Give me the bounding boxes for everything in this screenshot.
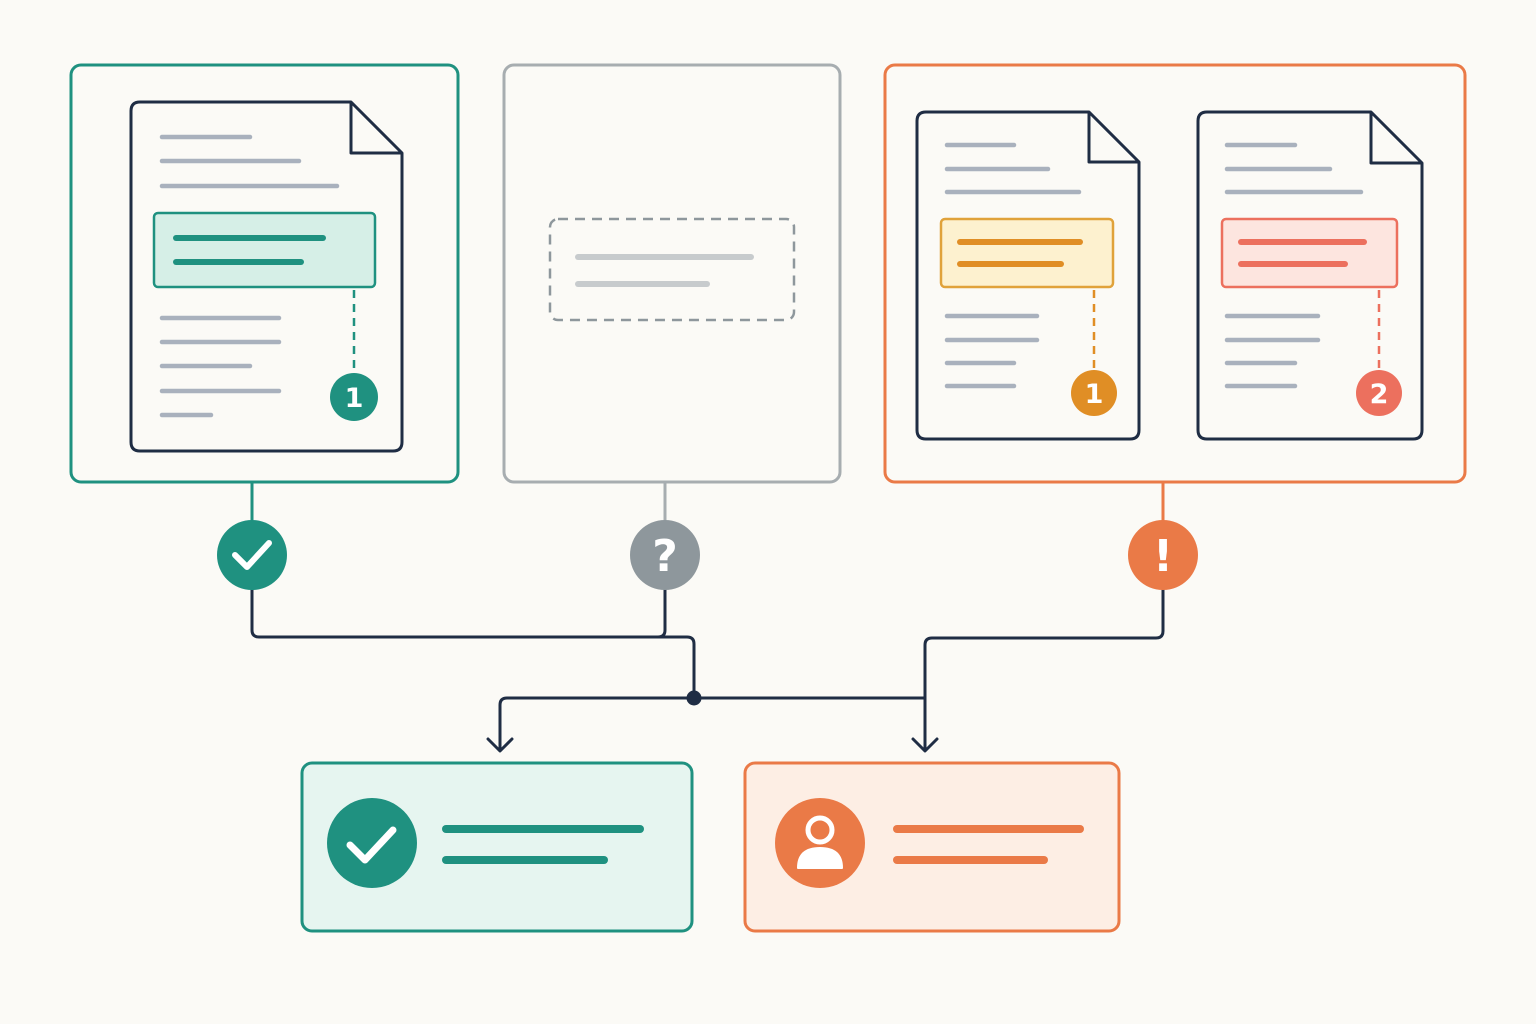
match-badge-1: 1 bbox=[1071, 370, 1117, 416]
highlighted-field bbox=[939, 217, 1115, 289]
connector-merge-left bbox=[250, 588, 696, 700]
match-badge-1: 1 bbox=[330, 373, 378, 421]
highlighted-field bbox=[1220, 217, 1399, 289]
exclamation-icon: ! bbox=[1128, 520, 1198, 590]
missing-field-placeholder bbox=[548, 217, 796, 322]
match-badge-label: 2 bbox=[1370, 379, 1389, 410]
question-symbol: ? bbox=[652, 531, 678, 582]
connector-junction-dot bbox=[686, 690, 702, 706]
connector-split bbox=[498, 696, 927, 752]
outcome-human-review-card bbox=[743, 761, 1121, 933]
exclamation-symbol: ! bbox=[1153, 531, 1173, 582]
arrowhead-left bbox=[486, 737, 514, 753]
match-badge-label: 1 bbox=[1085, 379, 1104, 410]
check-circle-icon bbox=[327, 798, 417, 888]
connector-gray-drop bbox=[656, 588, 667, 639]
panel-no-match-border bbox=[502, 63, 842, 484]
question-icon: ? bbox=[630, 520, 700, 590]
panel-multiple-matches: 1 2 bbox=[883, 63, 1467, 484]
connector-merge-right bbox=[923, 588, 1165, 752]
check-icon bbox=[217, 520, 287, 590]
match-badge-label: 1 bbox=[345, 383, 364, 414]
panel-no-match bbox=[502, 63, 842, 484]
person-icon bbox=[775, 798, 865, 888]
connectors bbox=[250, 480, 1165, 753]
panel-single-match: 1 bbox=[69, 63, 460, 484]
match-badge-2: 2 bbox=[1356, 370, 1402, 416]
outcome-resolved-card bbox=[300, 761, 694, 933]
arrowhead-right bbox=[911, 737, 939, 753]
highlighted-field bbox=[152, 211, 377, 289]
